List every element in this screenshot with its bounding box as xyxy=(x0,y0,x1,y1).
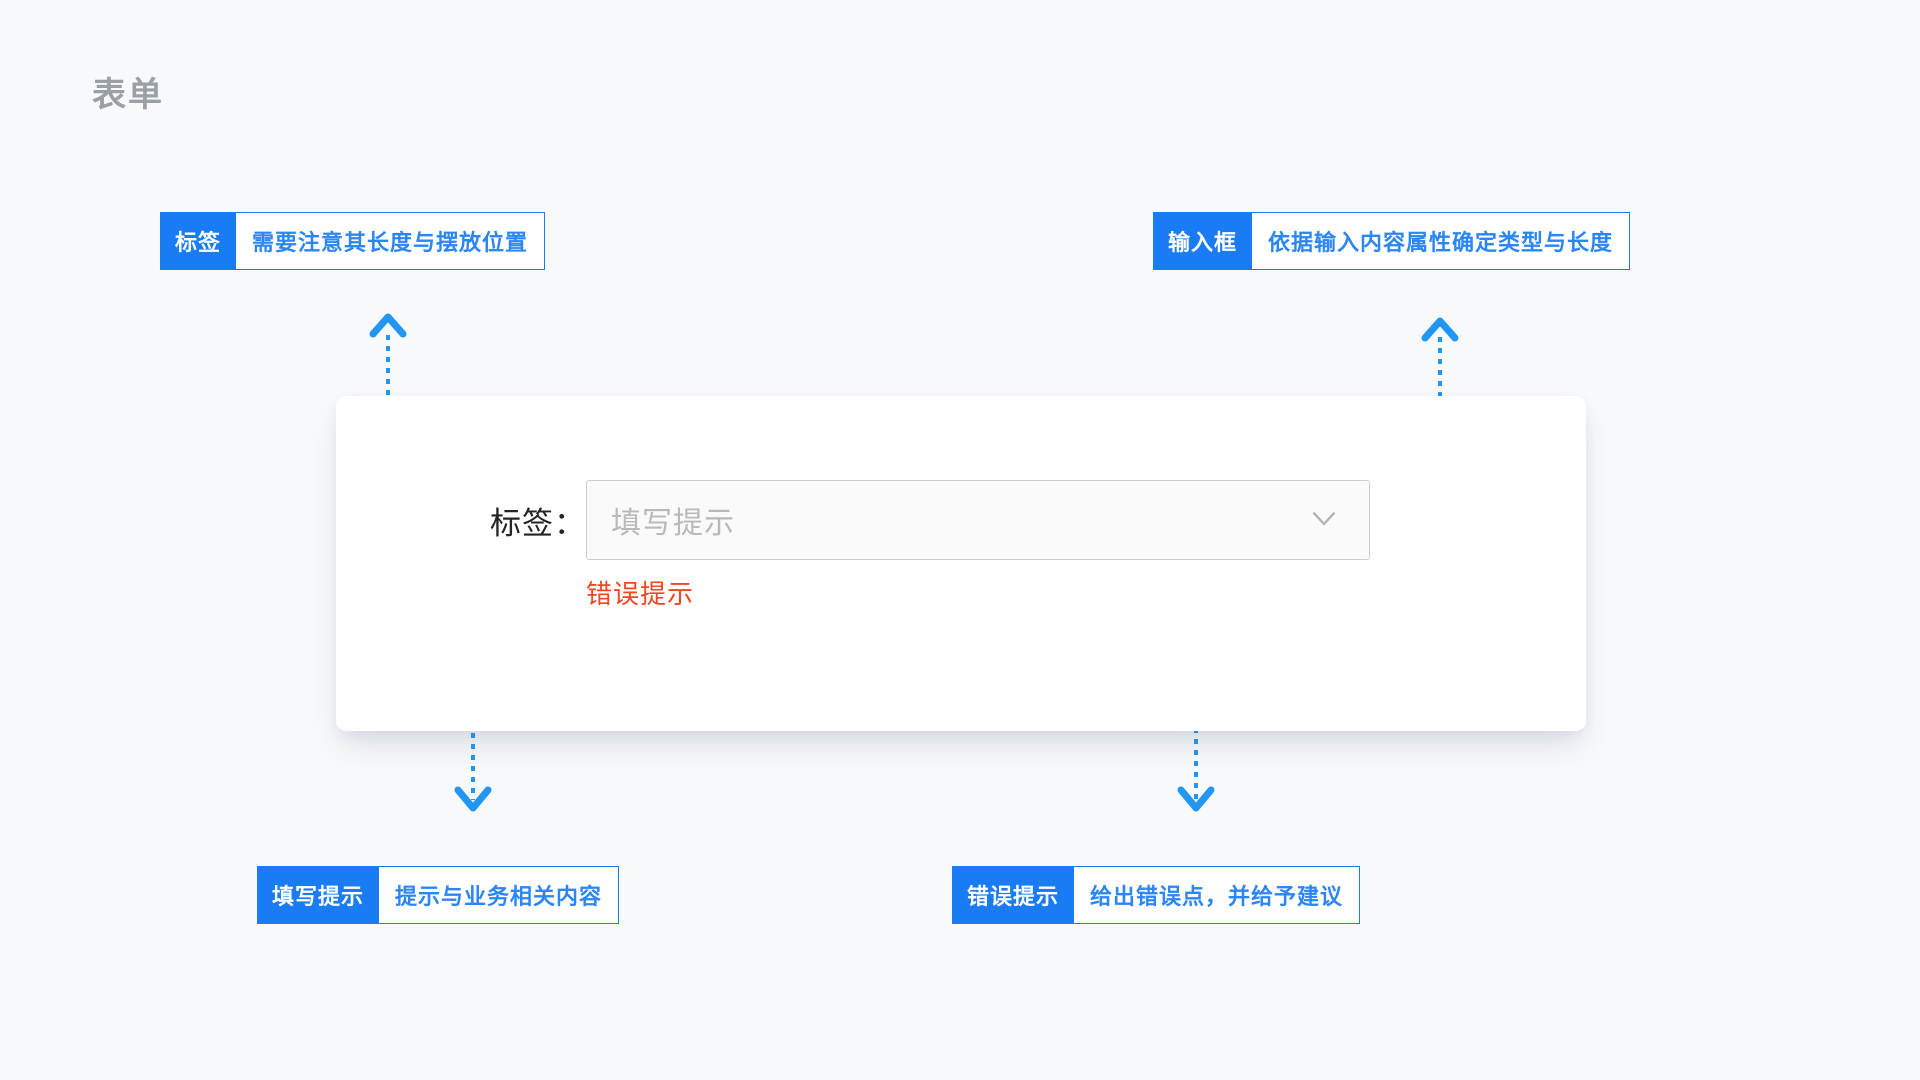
callout-input-description: 依据输入内容属性确定类型与长度 xyxy=(1252,212,1631,270)
callout-label-description: 需要注意其长度与摆放位置 xyxy=(236,212,546,270)
form-select-placeholder: 填写提示 xyxy=(611,507,735,540)
callout-error-description: 给出错误点，并给予建议 xyxy=(1074,866,1361,924)
page-title: 表单 xyxy=(92,76,164,114)
form-field-label: 标签： xyxy=(490,505,586,541)
callout-label-tag: 标签 xyxy=(160,212,237,270)
callout-input-tag: 输入框 xyxy=(1153,212,1253,270)
form-row: 标签： 填写提示 xyxy=(336,480,1586,560)
callout-placeholder-tag: 填写提示 xyxy=(257,866,380,924)
callout-placeholder-description: 提示与业务相关内容 xyxy=(379,866,620,924)
callout-input: 输入框 依据输入内容属性确定类型与长度 xyxy=(1153,212,1631,270)
form-select-input[interactable]: 填写提示 xyxy=(586,480,1370,560)
callout-error: 错误提示 给出错误点，并给予建议 xyxy=(952,866,1361,924)
chevron-down-icon[interactable] xyxy=(1307,501,1341,535)
callout-error-tag: 错误提示 xyxy=(952,866,1075,924)
callout-placeholder: 填写提示 提示与业务相关内容 xyxy=(257,866,620,924)
form-card: 标签： 填写提示 错误提示 xyxy=(336,396,1586,731)
callout-label: 标签 需要注意其长度与摆放位置 xyxy=(160,212,546,270)
form-error-message: 错误提示 xyxy=(586,579,695,609)
